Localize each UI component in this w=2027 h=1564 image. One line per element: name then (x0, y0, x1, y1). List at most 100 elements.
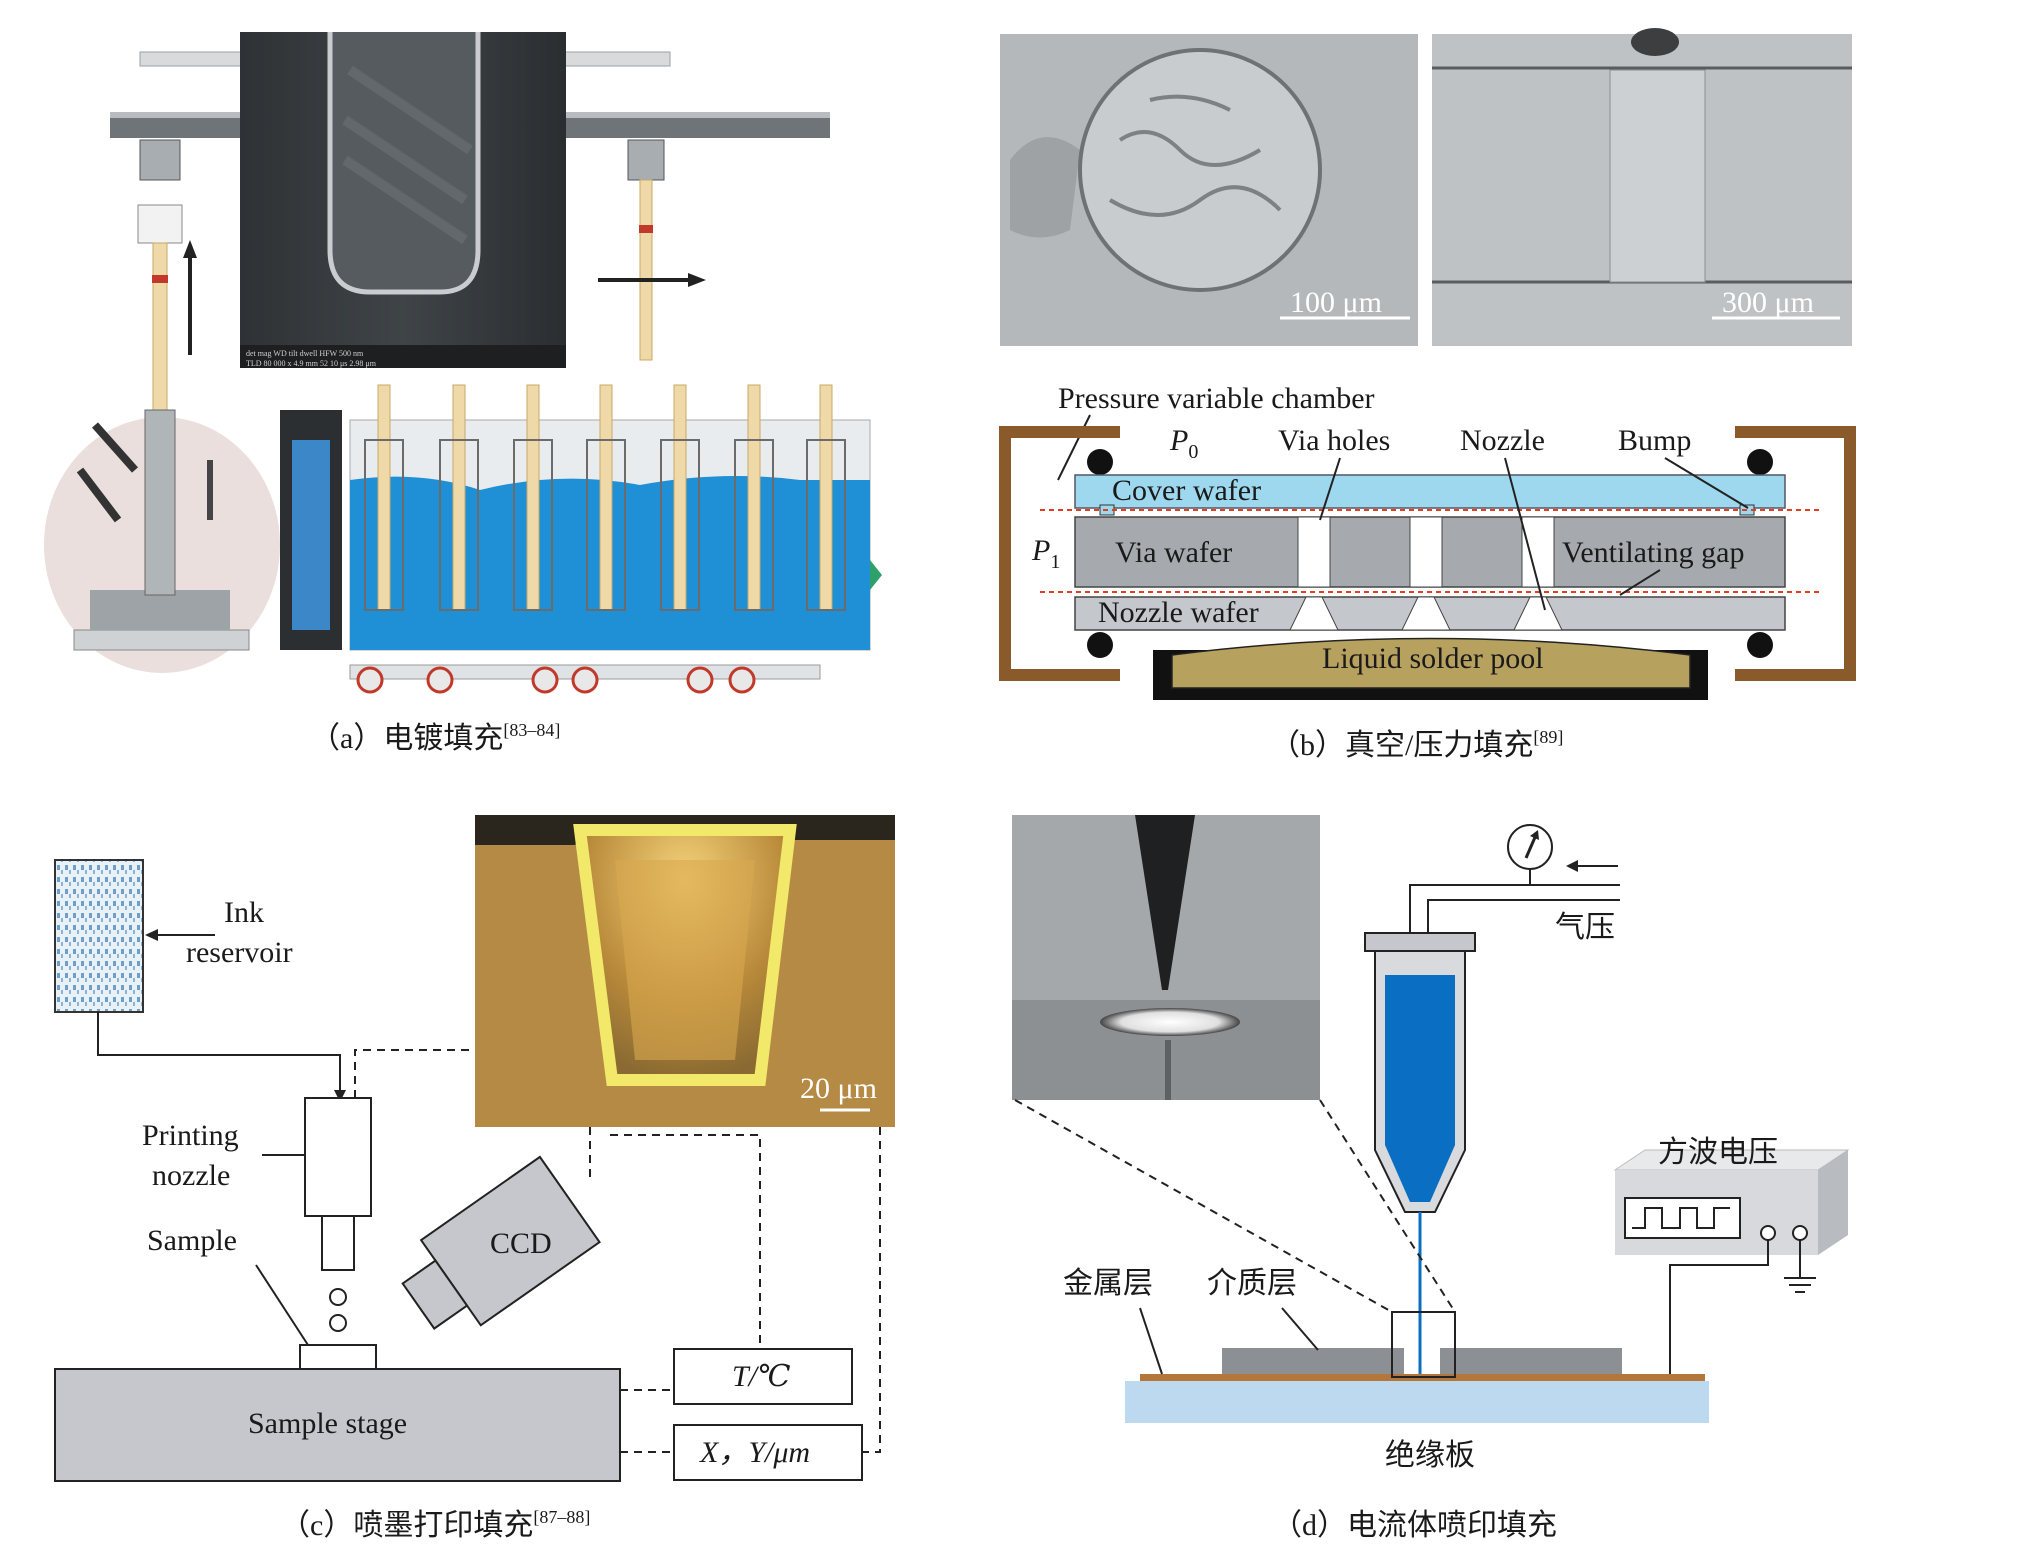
via-zoom-box (1391, 1311, 1456, 1378)
tank-cells (364, 439, 846, 611)
apparatus-rod1 (92, 422, 138, 473)
label-sample-stage: Sample stage (248, 1407, 407, 1440)
arrow-right-head (688, 273, 706, 287)
leader-sample (255, 1264, 309, 1346)
caption-d: （d）电流体喷印填充 (1272, 1509, 1557, 1542)
label-xy: X，Y/μm (699, 1436, 810, 1469)
printing-nozzle-body (304, 1097, 372, 1217)
label-print-1: Printing (142, 1119, 239, 1152)
via-hole-3 (1521, 516, 1555, 588)
label-print-2: nozzle (152, 1159, 230, 1192)
droplet-1 (329, 1288, 347, 1306)
hoist-left (139, 139, 181, 181)
air-line-inner (1427, 899, 1620, 935)
air-arrow-head (1566, 860, 1578, 872)
label-sample: Sample (147, 1224, 237, 1257)
sample-stage (54, 1368, 621, 1482)
liquid-solder-pool (1171, 637, 1691, 689)
label-insulating-board: 绝缘板 (1385, 1439, 1475, 1472)
caption-b-text: （b）真空/压力填充 (1270, 729, 1533, 762)
sem-right-via (1609, 69, 1706, 283)
sample (299, 1344, 377, 1370)
label-pressure-chamber: Pressure variable chamber (1058, 382, 1375, 415)
caption-b: （b）真空/压力填充[89] (1270, 727, 1563, 762)
nozzle-2 (1401, 596, 1451, 631)
leader-dielectric (1281, 1307, 1319, 1351)
caption-c-text: （c）喷墨打印填充 (280, 1509, 533, 1542)
via-hole-1 (1297, 516, 1331, 588)
label-p1-letter: P (1031, 534, 1050, 567)
panel-c: Ink reservoir Printing nozzle Sample Sam… (54, 815, 895, 1542)
apparatus-rod2 (76, 467, 122, 523)
sem-left-texture (1108, 94, 1282, 217)
seal-tr (1747, 449, 1773, 475)
hoist-right (627, 139, 665, 181)
square-wave-icon (1632, 1207, 1730, 1229)
caption-c-ref: [87–88] (533, 1507, 590, 1527)
ink-reservoir (54, 859, 144, 1013)
insulating-board (1125, 1381, 1709, 1423)
gauge-needle (1524, 834, 1538, 859)
ink-feed-head (334, 1090, 346, 1102)
panel-d: 气压 金属层 介质层 绝缘板 方波电压 (1012, 815, 1850, 1542)
arrow-up-head (183, 240, 197, 258)
sem-left-flake (1010, 137, 1080, 238)
wire-to-metal (1669, 1240, 1769, 1374)
scale-text-c: 20 μm (800, 1072, 877, 1105)
electrode-left-marker (152, 275, 168, 283)
caption-a-ref: [83–84] (503, 720, 560, 740)
tank-electrodes (377, 384, 833, 611)
ink-arrow-head (145, 929, 158, 941)
label-ventilating-gap: Ventilating gap (1562, 536, 1744, 569)
label-nozzle-wafer: Nozzle wafer (1098, 596, 1259, 629)
terminal-right (1792, 1225, 1808, 1241)
seal-tl (1087, 449, 1113, 475)
temp-box (673, 1348, 853, 1405)
label-ink-1: Ink (224, 896, 264, 929)
projection-left (1014, 1099, 1393, 1313)
label-ink-2: reservoir (186, 936, 293, 969)
gauge-needle-head (1530, 830, 1539, 840)
dielectric-right (1440, 1348, 1622, 1374)
leader-nozzle (1504, 457, 1546, 611)
label-metal-layer: 金属层 (1063, 1267, 1153, 1300)
sem-infobar (240, 345, 566, 368)
chamber-right (1735, 426, 1856, 681)
leader-bump (1664, 457, 1749, 509)
terminal-left (1760, 1225, 1776, 1241)
syringe-cap (1364, 932, 1476, 952)
ground-icon (1784, 1277, 1816, 1293)
leader-chamber (1057, 414, 1091, 481)
generator-side (1818, 1150, 1848, 1255)
caption-c: （c）喷墨打印填充[87–88] (280, 1507, 590, 1542)
syringe-ink (1385, 975, 1455, 1202)
label-via-wafer: Via wafer (1115, 536, 1232, 569)
label-nozzle: Nozzle (1460, 424, 1545, 457)
sem-info2: TLD 80 000 x 4.9 mm 52 10 μs 2.98 μm (246, 359, 377, 368)
optical-via-inner (615, 860, 755, 1060)
ccd-camera (401, 1155, 601, 1330)
panel-b: 100 μm 300 μm Pressure variable chamber … (999, 28, 1856, 762)
scale-text-right: 300 μm (1722, 286, 1814, 319)
label-via-holes: Via holes (1278, 424, 1390, 457)
label-p0-sub: 0 (1188, 441, 1198, 463)
apparatus-base (73, 629, 250, 651)
caption-b-ref: [89] (1533, 727, 1563, 747)
sem-right-hole (1631, 28, 1679, 56)
apparatus-stage (90, 590, 230, 630)
dielectric-left (1222, 1348, 1404, 1374)
pump-icons (356, 666, 756, 694)
hoist-left-box (137, 204, 183, 244)
leader-metal (1139, 1307, 1163, 1375)
label-p1-sub: 1 (1050, 551, 1060, 573)
sem-texture (342, 65, 473, 245)
sem-info: det mag WD tilt dwell HFW 500 nm (246, 349, 364, 358)
apparatus-column (144, 409, 176, 596)
electrode-left (152, 242, 168, 414)
label-square-wave: 方波电压 (1658, 1136, 1778, 1169)
label-bump: Bump (1618, 424, 1691, 457)
label-temp: T/℃ (732, 1360, 791, 1393)
droplet-2 (329, 1314, 347, 1332)
ink-feed-line (97, 1012, 341, 1092)
